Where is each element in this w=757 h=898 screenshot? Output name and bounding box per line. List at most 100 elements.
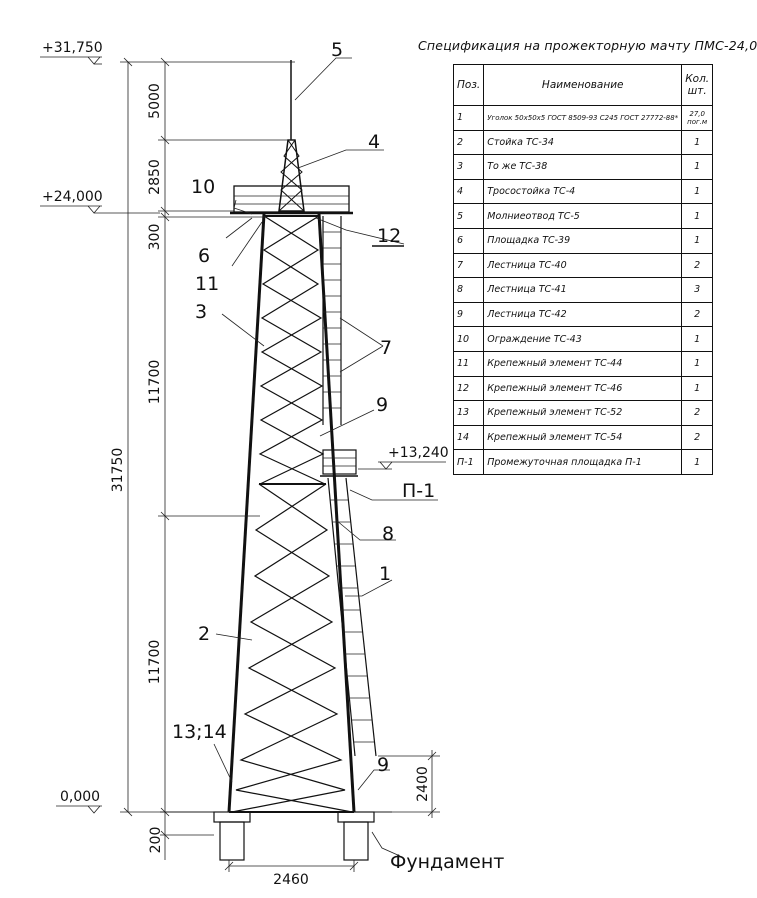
- svg-text:0,000: 0,000: [60, 789, 100, 805]
- svg-text:+13,240: +13,240: [388, 445, 449, 461]
- dim-200: 200: [148, 827, 164, 854]
- lower-ladder: [327, 477, 377, 757]
- foundation-label: Фундамент: [390, 851, 504, 873]
- spec-name: То же ТС-38: [483, 154, 683, 180]
- dim-2850: 2850: [147, 159, 163, 195]
- spec-pos: 7: [452, 252, 485, 279]
- svg-text:+31,750: +31,750: [42, 40, 103, 56]
- spec-row: 1 Уголок 50х50х5 ГОСТ 8509-93 С245 ГОСТ …: [452, 105, 714, 131]
- tower-body: [227, 213, 356, 813]
- spec-qty: 2: [681, 424, 714, 451]
- svg-text:+24,000: +24,000: [42, 189, 103, 205]
- dim-300: 300: [147, 224, 163, 251]
- level-mark-intermediate: +13,240: [358, 445, 449, 470]
- spec-qty: 2: [681, 301, 714, 328]
- spec-header-name: Наименование: [483, 64, 683, 106]
- callout-p1: П-1: [402, 480, 435, 502]
- dim-2400: 2400: [415, 766, 431, 802]
- spec-pos: 3: [452, 154, 485, 180]
- upper-ladder: [322, 216, 342, 425]
- spec-pos: 9: [452, 301, 485, 328]
- callout-6: 6: [198, 245, 210, 267]
- spec-header-row: Поз. Наименование Кол. шт.: [452, 64, 714, 106]
- spec-name: Лестница ТС-42: [483, 301, 683, 328]
- spec-name: Тросостойка ТС-4: [483, 178, 683, 205]
- spec-name: Уголок 50х50х5 ГОСТ 8509-93 С245 ГОСТ 27…: [483, 105, 683, 131]
- spec-row: 6 Площадка ТС-39 1: [452, 227, 714, 254]
- level-mark-ground: 0,000: [56, 789, 102, 814]
- spec-name: Промежуточная площадка П-1: [483, 449, 683, 475]
- callout-9-top: 9: [376, 394, 388, 416]
- spec-row: 5 Молниеотвод ТС-5 1: [452, 203, 714, 229]
- spec-pos: 5: [452, 203, 485, 229]
- spec-name: Крепежный элемент ТС-44: [483, 350, 683, 377]
- intermediate-platform: [320, 449, 358, 477]
- spec-pos: 10: [452, 326, 485, 352]
- dim-11700-upper: 11700: [147, 360, 163, 405]
- spec-pos: 4: [452, 178, 485, 205]
- left-dimension-chain: [120, 57, 295, 860]
- spec-name: Лестница ТС-41: [483, 277, 683, 303]
- spec-header-pos: Поз.: [452, 64, 485, 106]
- callout-5: 5: [331, 39, 343, 61]
- spec-pos: 12: [452, 375, 485, 402]
- dim-31750: 31750: [110, 448, 126, 493]
- callout-leaders: [213, 57, 438, 857]
- spec-name: Площадка ТС-39: [483, 227, 683, 254]
- spec-pos: 2: [452, 129, 485, 156]
- callout-4: 4: [368, 131, 380, 153]
- spec-qty: 1: [681, 203, 714, 229]
- callout-7: 7: [380, 337, 392, 359]
- base-width-dimension: [224, 860, 359, 872]
- spec-qty: 1: [681, 375, 714, 402]
- spec-row: 10 Ограждение ТС-43 1: [452, 326, 714, 352]
- callout-12: 12: [377, 225, 401, 247]
- spec-qty: 3: [681, 277, 714, 303]
- spec-name: Крепежный элемент ТС-46: [483, 375, 683, 402]
- spec-qty: 1: [681, 227, 714, 254]
- callout-9-bottom: 9: [377, 754, 389, 776]
- spec-pos: 6: [452, 227, 485, 254]
- spec-pos: П-1: [452, 449, 485, 475]
- spec-qty: 1: [681, 178, 714, 205]
- level-mark-platform: +24,000: [40, 189, 160, 214]
- spec-qty: 2: [681, 400, 714, 426]
- spec-row: 9 Лестница ТС-42 2: [452, 301, 714, 328]
- callout-8: 8: [382, 523, 394, 545]
- ladder-height-dimension: [360, 750, 440, 818]
- spec-row: 3 То же ТС-38 1: [452, 154, 714, 180]
- spec-row: 12 Крепежный элемент ТС-46 1: [452, 375, 714, 402]
- spec-table: Поз. Наименование Кол. шт. 1 Уголок 50х5…: [452, 64, 714, 475]
- spec-name: Молниеотвод ТС-5: [483, 203, 683, 229]
- spec-name: Лестница ТС-40: [483, 252, 683, 279]
- spec-pos: 14: [452, 424, 485, 451]
- spec-pos: 8: [452, 277, 485, 303]
- spec-qty: 1: [681, 129, 714, 156]
- spec-qty: 1: [681, 154, 714, 180]
- cable-stand: [278, 139, 305, 212]
- spec-row: П-1 Промежуточная площадка П-1 1: [452, 449, 714, 475]
- spec-qty: 2: [681, 252, 714, 279]
- spec-name: Ограждение ТС-43: [483, 326, 683, 352]
- callout-2: 2: [198, 623, 210, 645]
- callout-13-14: 13;14: [172, 721, 227, 743]
- spec-name: Крепежный элемент ТС-54: [483, 424, 683, 451]
- dim-2460: 2460: [273, 872, 309, 888]
- dim-5000: 5000: [147, 83, 163, 119]
- spec-row: 2 Стойка ТС-34 1: [452, 129, 714, 156]
- dim-11700-lower: 11700: [147, 640, 163, 685]
- spec-row: 11 Крепежный элемент ТС-44 1: [452, 350, 714, 377]
- callout-11: 11: [195, 273, 219, 295]
- spec-pos: 1: [452, 105, 485, 131]
- spec-qty: 1: [681, 326, 714, 352]
- spec-row: 13 Крепежный элемент ТС-52 2: [452, 400, 714, 426]
- spec-pos: 11: [452, 350, 485, 377]
- spec-name: Крепежный элемент ТС-52: [483, 400, 683, 426]
- foundation: [160, 811, 392, 861]
- level-mark-top: +31,750: [40, 40, 103, 65]
- spec-qty: 27,0 пог.м: [681, 105, 714, 131]
- callout-3: 3: [195, 301, 207, 323]
- spec-header-qty: Кол. шт.: [681, 64, 714, 106]
- spec-row: 14 Крепежный элемент ТС-54 2: [452, 424, 714, 451]
